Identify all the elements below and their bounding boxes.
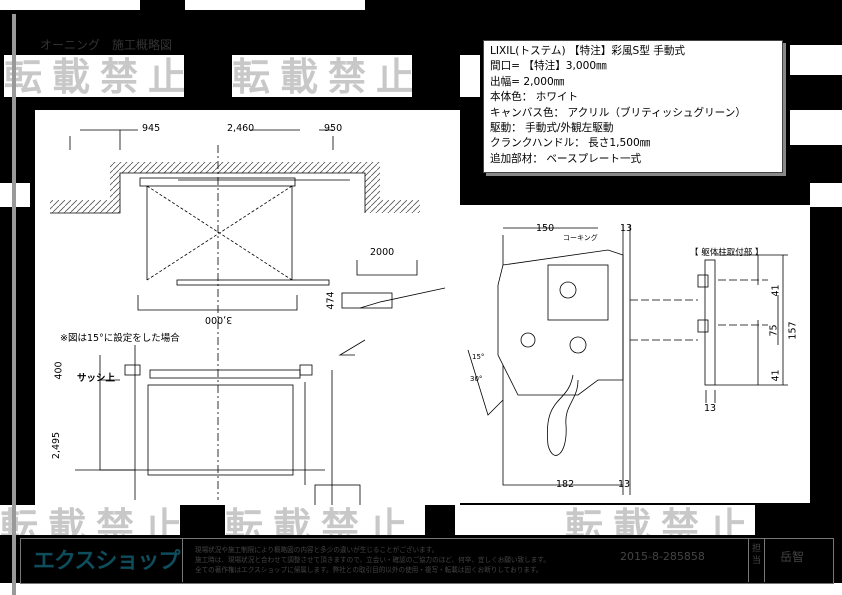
- watermark-strip: 転載禁止: [0, 505, 180, 535]
- title-block: [20, 538, 834, 584]
- footer-notes: 現場状況や施工制限により概略図の内容と多少の違いが生じることがございます。 施工…: [195, 545, 550, 575]
- staff-label: 担当: [752, 544, 762, 566]
- document-number: 2015-8-285858: [620, 550, 705, 563]
- footer-note: 全ての著作権はエクスショップに帰属します。弊社との取引目的以外の使用・複写・転載…: [195, 566, 543, 574]
- watermark-strip: [0, 0, 140, 10]
- dim-left: 945: [142, 123, 161, 134]
- dim-13-mount: 13: [704, 403, 717, 414]
- angle-15: 15°: [472, 353, 485, 361]
- plan-drawing: [50, 129, 446, 505]
- staff-name: 岳智: [780, 550, 805, 564]
- spec-drive: 駆動： 手動式/外観左駆動: [490, 122, 614, 135]
- spec-canvas-color: キャンバス色： アクリル（ブリティッシュグリーン）: [490, 106, 746, 119]
- company-logo: エクスショップ: [33, 549, 180, 574]
- dim-width: 3,000: [205, 314, 233, 325]
- dim-projection: 2000: [370, 247, 395, 258]
- angle-30: 30°: [470, 375, 483, 383]
- spec-body-color: 本体色： ホワイト: [490, 91, 579, 104]
- divider: [764, 539, 765, 582]
- watermark-strip: 転載禁止: [225, 505, 425, 535]
- mount-title: 【 躯体柱取付部 】: [690, 248, 764, 258]
- watermark-strip: [810, 183, 842, 207]
- caulking-label: コーキング: [563, 234, 598, 242]
- spec-additional: 追加部材： ベースプレート一式: [490, 152, 642, 165]
- watermark-strip: [790, 45, 842, 75]
- dim-41-bottom: 41: [770, 369, 782, 382]
- spec-crank-handle: クランクハンドル： 長さ1,500㎜: [490, 137, 651, 150]
- dim-elevation-height: 2,495: [51, 431, 63, 460]
- watermark-strip: [0, 583, 842, 595]
- spec-product: LIXIL(トステム) 【特注】彩風S型 手動式: [490, 45, 686, 57]
- footer-note: 施工時は、現場状況と合わせて調整させて頂きますので、立会い・確認のご協力のほど、…: [195, 556, 550, 564]
- dim-13-bottom: 13: [618, 479, 631, 490]
- watermark-strip: [460, 55, 480, 97]
- dim-157: 157: [787, 321, 799, 340]
- dim-75: 75: [768, 324, 780, 337]
- bracket-detail-drawing: [467, 225, 788, 495]
- divider: [182, 539, 183, 582]
- dim-41-top: 41: [770, 284, 782, 297]
- spec-box: LIXIL(トステム) 【特注】彩風S型 手動式 間口= 【特注】3,000㎜ …: [483, 40, 783, 173]
- sash-label: サッシ上: [77, 373, 116, 384]
- watermark-strip: 転載禁止: [232, 55, 412, 97]
- dim-center: 2,460: [227, 123, 255, 134]
- spec-width: 間口= 【特注】3,000㎜: [490, 60, 607, 73]
- divider: [748, 539, 749, 582]
- page-title: オーニング 施工概略図: [40, 38, 173, 52]
- watermark-strip: 転載禁止: [565, 505, 755, 535]
- dim-side-height: 474: [325, 291, 337, 310]
- dim-right: 950: [324, 123, 343, 134]
- detail-drawing-panel: 150 13 コーキング 15° 30° 182 13 【 躯体柱取付部 】 4…: [458, 205, 810, 503]
- watermark-strip: 転載禁止: [4, 55, 184, 97]
- dim-13-top: 13: [620, 223, 633, 234]
- dim-150: 150: [536, 223, 555, 234]
- spec-projection: 出幅= 2,000㎜: [490, 75, 565, 88]
- watermark-strip: [790, 110, 842, 145]
- frame-border: [12, 14, 16, 595]
- watermark-strip: [185, 0, 365, 10]
- elevation-note: ※図は15°に設定をした場合: [60, 333, 180, 344]
- dim-top: 400: [53, 361, 65, 380]
- plan-drawing-panel: 945 2,460 950 3,000 2000 474 ※図は15°に設定をし…: [35, 110, 460, 505]
- footer-note: 現場状況や施工制限により概略図の内容と多少の違いが生じることがございます。: [195, 546, 439, 554]
- watermark-strip: [455, 505, 565, 535]
- dim-182: 182: [556, 479, 575, 490]
